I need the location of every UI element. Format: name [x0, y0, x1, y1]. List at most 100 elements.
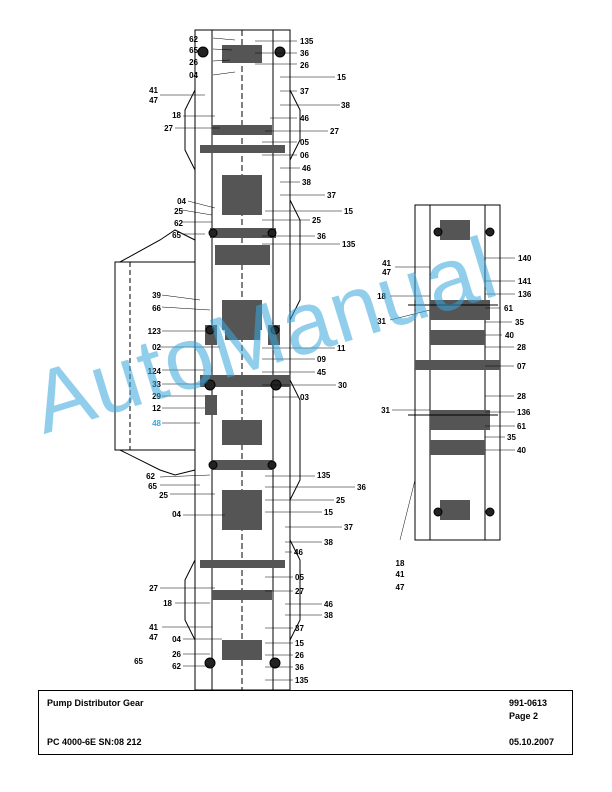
main-callout: 47 [149, 633, 158, 642]
detail-callout: 18 [377, 292, 386, 301]
main-callout: 26 [189, 58, 198, 67]
detail-callout: 41 [382, 259, 391, 268]
detail-callout: 61 [504, 304, 513, 313]
main-callout: 06 [300, 151, 309, 160]
main-callout: 46 [300, 114, 309, 123]
main-callout: 25 [336, 496, 345, 505]
main-callout: 135 [295, 676, 309, 685]
main-callout: 26 [295, 651, 304, 660]
detail-callout: 47 [382, 268, 391, 277]
drawing-title: Pump Distributor Gear [47, 698, 144, 708]
main-callout: 65 [172, 231, 181, 240]
main-callout: 12 [152, 404, 161, 413]
main-callout: 62 [189, 35, 198, 44]
main-callout: 38 [341, 101, 350, 110]
main-callout: 37 [295, 624, 304, 633]
main-callout: 135 [317, 471, 331, 480]
main-callout: 18 [163, 599, 172, 608]
main-callout: 15 [324, 508, 333, 517]
detail-callout: 07 [517, 362, 526, 371]
main-callout: 29 [152, 392, 161, 401]
main-callout: 04 [172, 635, 181, 644]
main-callout: 25 [312, 216, 321, 225]
document-number: 991-0613 [509, 698, 548, 708]
title-block: Pump Distributor Gear 991-0613 Page 2 PC… [38, 690, 573, 755]
detail-callout: 35 [515, 318, 524, 327]
pump-distributor-gear-drawing [114, 29, 515, 691]
main-callout: 36 [300, 49, 309, 58]
main-callout: 62 [172, 662, 181, 671]
main-callout: 38 [302, 178, 311, 187]
main-callout: 03 [300, 393, 309, 402]
main-callout: 38 [324, 611, 333, 620]
detail-callout: 47 [395, 583, 405, 592]
detail-callout: 136 [518, 290, 532, 299]
main-callout: 04 [189, 71, 198, 80]
main-callout: 62 [146, 472, 155, 481]
main-callout: 135 [342, 240, 356, 249]
main-callout: 39 [152, 291, 161, 300]
main-callout: 65 [189, 46, 198, 55]
main-callout: 15 [295, 639, 304, 648]
main-callout: 46 [294, 548, 303, 557]
page-number: Page 2 [509, 711, 539, 721]
main-callout: 36 [357, 483, 366, 492]
detail-callout: 28 [517, 392, 526, 401]
main-callout: 33 [152, 380, 161, 389]
main-callout: 05 [300, 138, 309, 147]
main-callout: 15 [337, 73, 346, 82]
main-callout: 123 [147, 327, 161, 336]
main-callout: 41 [149, 623, 158, 632]
main-callout: 15 [344, 207, 353, 216]
main-callout: 30 [338, 381, 347, 390]
main-callout: 46 [324, 600, 333, 609]
main-callout: 04 [172, 510, 181, 519]
main-callout: 65 [148, 482, 157, 491]
main-callout: 62 [174, 219, 183, 228]
main-callout: 02 [152, 343, 161, 352]
main-callout: 41 [149, 86, 158, 95]
detail-callout: 140 [518, 254, 532, 263]
detail-callout: 40 [505, 331, 514, 340]
main-callout: 26 [172, 650, 181, 659]
detail-callout: 35 [507, 433, 516, 442]
main-callout: 27 [164, 124, 173, 133]
detail-callout: 18 [395, 559, 405, 568]
main-callout: 18 [172, 111, 181, 120]
main-callout: 48 [152, 419, 161, 428]
detail-callout: 141 [518, 277, 532, 286]
main-callout: 38 [324, 538, 333, 547]
detail-callout: 28 [517, 343, 526, 352]
main-callout: 11 [337, 344, 346, 353]
main-callout: 25 [159, 491, 168, 500]
main-callout: 65 [134, 657, 143, 666]
detail-callout: 136 [517, 408, 531, 417]
main-callout: 25 [174, 207, 183, 216]
main-callout: 37 [344, 523, 353, 532]
main-callout: 37 [300, 87, 309, 96]
main-callout: 26 [300, 61, 309, 70]
detail-callout: 40 [517, 446, 526, 455]
detail-callout: 31 [377, 317, 386, 326]
main-callout: 36 [317, 232, 326, 241]
detail-callout: 41 [395, 570, 405, 579]
main-callout: 36 [295, 663, 304, 672]
detail-callout: 31 [381, 406, 390, 415]
main-callout: 47 [149, 96, 158, 105]
main-callout: 09 [317, 355, 326, 364]
detail-callout: 61 [517, 422, 526, 431]
main-callout: 45 [317, 368, 326, 377]
main-callout: 05 [295, 573, 304, 582]
main-callout: 27 [149, 584, 158, 593]
model-serial: PC 4000-6E SN:08 212 [47, 737, 142, 747]
main-callout: 37 [327, 191, 336, 200]
main-callout: 124 [147, 367, 161, 376]
main-callout: 66 [152, 304, 161, 313]
main-callout: 46 [302, 164, 311, 173]
main-callout: 27 [330, 127, 339, 136]
issue-date: 05.10.2007 [509, 737, 555, 747]
main-callout: 04 [177, 197, 186, 206]
main-callout: 27 [295, 587, 304, 596]
main-callout: 135 [300, 37, 314, 46]
